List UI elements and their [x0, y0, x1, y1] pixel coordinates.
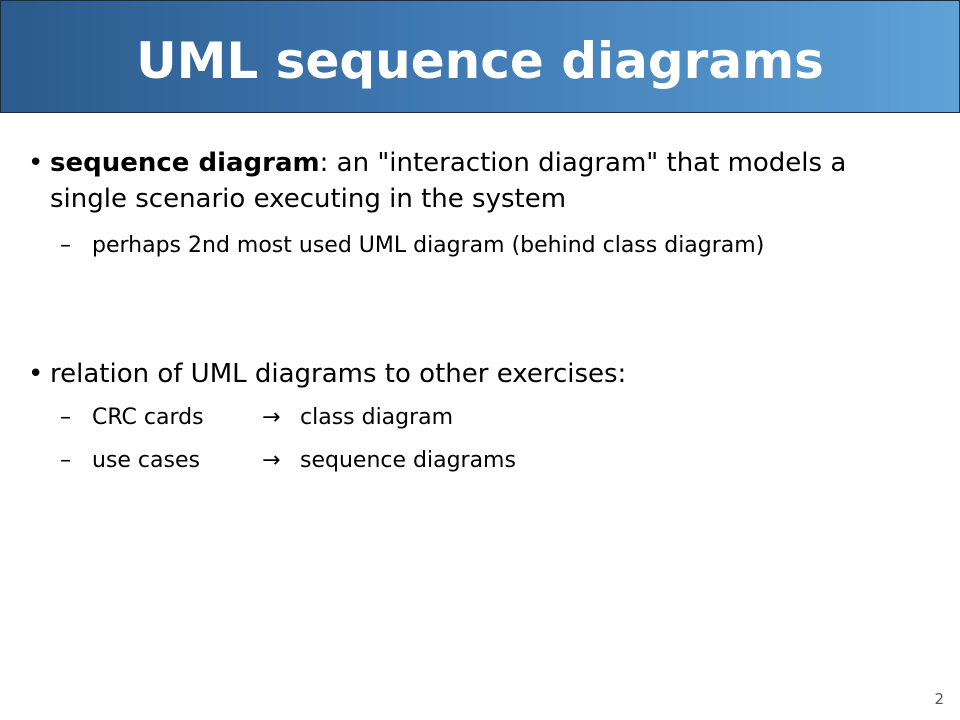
dash-marker: – [60, 233, 71, 258]
dash-marker: – [60, 448, 71, 473]
definition-line-2: single scenario executing in the system [50, 184, 567, 214]
bullet-relation: • relation of UML diagrams to other exer… [28, 356, 928, 392]
bullet-marker: • [28, 148, 44, 178]
definition-line-1: : an "interaction diagram" that models a [319, 148, 847, 178]
bullet-text: sequence diagram: an "interaction diagra… [50, 145, 928, 217]
slide-title: UML sequence diagrams [136, 31, 824, 90]
mapping-source: use cases [92, 448, 200, 473]
bullet-marker: • [28, 359, 44, 389]
sub-bullet-text: use cases → sequence diagrams [92, 446, 920, 476]
mapping-target: sequence diagrams [300, 448, 516, 473]
title-bar: UML sequence diagrams [0, 0, 960, 113]
sub-bullet-use-cases: – use cases → sequence diagrams [60, 446, 920, 476]
sub-bullet-crc-cards: – CRC cards → class diagram [60, 403, 920, 433]
mapping-target: class diagram [300, 405, 454, 430]
term-sequence-diagram: sequence diagram [50, 148, 320, 178]
sub-bullet-usage: – perhaps 2nd most used UML diagram (beh… [60, 231, 920, 261]
bullet-sequence-diagram: • sequence diagram: an "interaction diag… [28, 145, 928, 217]
arrow-right-icon: → [262, 405, 281, 430]
bullet-text: relation of UML diagrams to other exerci… [50, 359, 627, 389]
dash-marker: – [60, 405, 71, 430]
page-number: 2 [934, 690, 944, 708]
arrow-right-icon: → [262, 448, 281, 473]
sub-bullet-text: CRC cards → class diagram [92, 403, 920, 433]
mapping-source: CRC cards [92, 405, 204, 430]
sub-bullet-text: perhaps 2nd most used UML diagram (behin… [92, 233, 765, 258]
